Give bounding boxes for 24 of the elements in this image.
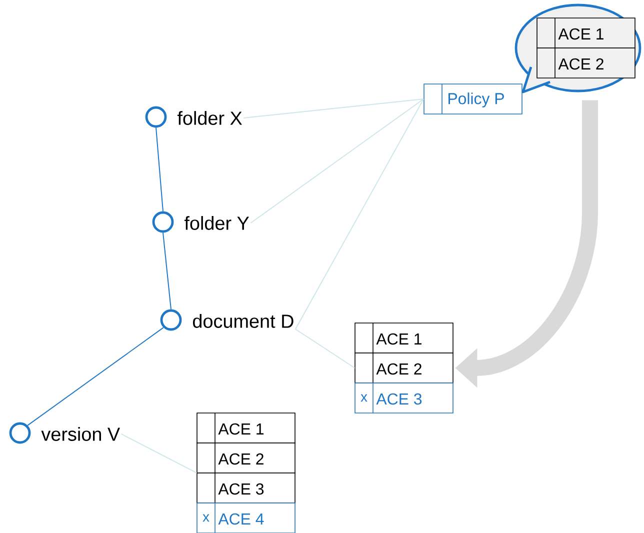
node-label: folder X [177,111,242,125]
node-circle [9,422,31,444]
connector-line [250,98,424,224]
node-label: document D [193,314,294,328]
node-circle [160,309,182,331]
connector-line [120,434,198,474]
table-row: x ACE 3 [354,382,454,414]
table-row: ACE 1 [196,412,296,444]
table-row: ACE 1 [354,322,454,354]
policy-box: Policy P [424,84,522,114]
connector-line [294,328,356,368]
table-row: x ACE 4 [196,502,296,533]
connector-line [294,98,424,330]
connector-line [162,232,172,310]
table-row: ACE 2 [354,352,454,384]
table-row: ACE 2 [196,442,296,474]
connector-line [243,98,424,118]
connector-line [27,327,164,426]
connector-line [156,127,164,212]
node-label: version V [41,427,120,441]
node-circle [152,211,174,233]
node-label: folder Y [184,216,249,230]
table-row: ACE 3 [196,472,296,504]
node-circle [145,106,167,128]
